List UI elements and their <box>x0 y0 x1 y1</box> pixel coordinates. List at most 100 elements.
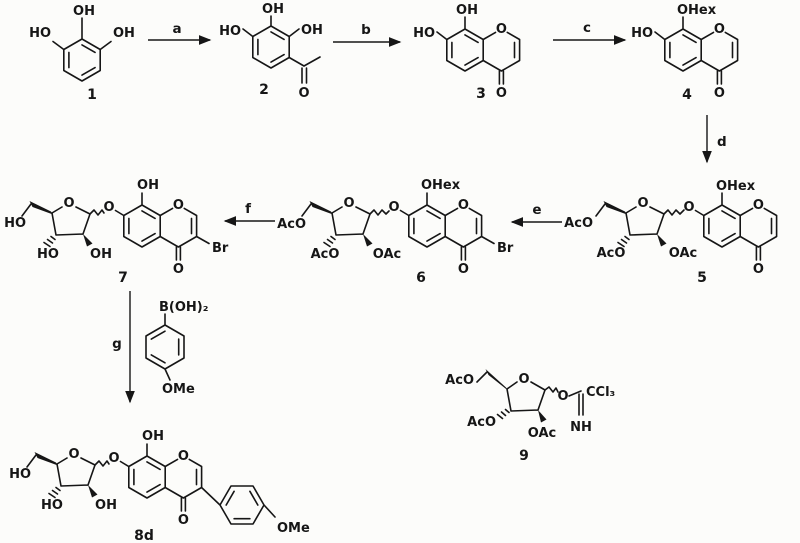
atom-label-sugar-ring-o: O <box>518 372 529 387</box>
atom-label-ohex-8: OHex <box>716 179 756 194</box>
atom-label-carbonyl-o: O <box>458 262 469 277</box>
arrow-e: e <box>510 202 562 227</box>
atom-label-oh-8: OH <box>137 178 159 193</box>
atom-label-aco-3: AcO <box>467 415 496 430</box>
atom-label-oh-top: OH <box>262 2 284 17</box>
atom-label-ring-o: O <box>753 198 764 213</box>
atom-label-aco-3: AcO <box>597 246 626 261</box>
bond-lines <box>436 16 521 72</box>
arrow-f: f <box>223 201 275 226</box>
compound-number: 8d <box>134 528 154 543</box>
double-bond-lines <box>133 461 259 520</box>
atom-label-ho-5: HO <box>4 216 26 231</box>
atom-label-ccl3: CCl₃ <box>586 385 615 400</box>
atom-label-oh-8: OH <box>142 429 164 444</box>
compound-number: 5 <box>697 270 707 286</box>
bond-lines <box>145 313 185 381</box>
arrow-label: g <box>112 336 122 352</box>
hash-bond-c3 <box>43 235 56 248</box>
wedge-bond-c2 <box>363 234 373 247</box>
wavy-anomeric-bond <box>663 209 685 216</box>
hash-bond-c3 <box>617 235 630 248</box>
wedge-bond-c2 <box>88 485 98 498</box>
compound-3: OH HO O O 3 <box>413 3 521 102</box>
atom-label-oac-2: OAc <box>373 247 401 262</box>
wavy-anomeric-bond <box>369 209 390 216</box>
atom-label-ho-3: HO <box>37 247 59 262</box>
atom-label-br: Br <box>497 241 514 256</box>
atom-label-oh-2: OH <box>90 247 112 262</box>
wedge-bond-c4 <box>29 201 53 215</box>
atom-label-oh-8: OH <box>456 3 478 18</box>
double-bond-lines <box>150 330 180 364</box>
hash-bond-c3 <box>496 408 510 420</box>
wedge-bond-c2 <box>83 234 93 247</box>
wavy-anomeric-bond <box>94 460 110 467</box>
double-bond-lines <box>578 393 584 416</box>
atom-label-aco-5: AcO <box>445 373 474 388</box>
bond-lines <box>476 371 582 412</box>
atom-label-ho-7: HO <box>631 26 653 41</box>
arrow-label: a <box>172 21 181 37</box>
compound-6: AcO O AcO OAc O OHex O O Br 6 <box>277 178 514 286</box>
wedge-bond-c4 <box>34 452 58 466</box>
atom-label-glycosidic-o: O <box>103 200 114 215</box>
atom-label-oac-2: OAc <box>528 426 556 441</box>
double-bond-lines <box>128 210 193 261</box>
atom-label-carbonyl-o: O <box>714 86 725 101</box>
atom-label-sugar-ring-o: O <box>637 196 648 211</box>
arrow-label: b <box>361 22 371 38</box>
hash-bond-c3 <box>323 235 336 248</box>
atom-label-ho-left: HO <box>29 26 51 41</box>
compound-8d: HO O HO OH O OH O O OMe 8d <box>9 429 310 543</box>
double-bond-lines <box>413 210 478 261</box>
compound-number: 7 <box>118 270 128 286</box>
atom-label-aco-5: AcO <box>277 217 306 232</box>
atom-label-ho-5: HO <box>9 467 31 482</box>
double-bond-lines <box>451 34 516 85</box>
atom-label-carbonyl-o: O <box>298 86 309 101</box>
atom-label-ho-left: HO <box>219 24 241 39</box>
wedge-bond-c2 <box>657 234 667 247</box>
atom-label-ohex-8: OHex <box>677 3 717 18</box>
bond-lines <box>654 16 739 72</box>
wavy-anomeric-bond <box>89 209 105 216</box>
arrow-b: b <box>333 22 402 47</box>
wedge-bond-c4 <box>309 201 333 215</box>
wedge-bond-c4 <box>485 369 508 391</box>
atom-label-oh-right: OH <box>113 26 135 41</box>
wavy-anomeric-bond <box>544 386 559 393</box>
atom-label-ome: OMe <box>277 521 310 536</box>
compound-1: OH HO OH 1 <box>29 4 135 103</box>
bond-lines <box>595 192 778 248</box>
arrow-label: f <box>245 201 251 217</box>
atom-label-ho-3: HO <box>41 498 63 513</box>
atom-label-ring-o: O <box>458 198 469 213</box>
compound-number: 4 <box>682 87 692 103</box>
compound-number: 1 <box>87 87 97 103</box>
compound-5: AcO O AcO OAc O OHex O O 5 <box>564 179 778 286</box>
atom-label-oac-2: OAc <box>669 246 697 261</box>
double-bond-lines <box>708 210 773 261</box>
atom-label-sugar-ring-o: O <box>63 196 74 211</box>
atom-label-sugar-ring-o: O <box>68 447 79 462</box>
compound-number: 3 <box>476 86 486 102</box>
atom-label-carbonyl-o: O <box>173 262 184 277</box>
wedge-bond-c4 <box>603 201 627 215</box>
bond-lines <box>301 192 495 248</box>
atom-label-oh-top: OH <box>73 4 95 19</box>
double-bond-lines <box>68 44 96 76</box>
atom-label-carbonyl-o: O <box>753 262 764 277</box>
compound-7: HO O HO OH O OH O O Br 7 <box>4 178 229 286</box>
compound-9: AcO O AcO OAc O CCl₃ NH 9 <box>445 369 615 464</box>
atom-label-sugar-ring-o: O <box>343 196 354 211</box>
wedge-bond-c2 <box>538 410 547 423</box>
arrow-a: a <box>148 21 212 45</box>
atom-label-glycosidic-o: O <box>388 200 399 215</box>
atom-label-carbonyl-o: O <box>178 513 189 528</box>
atom-label-br: Br <box>212 241 229 256</box>
compound-number: 2 <box>259 82 269 98</box>
arrow-label: c <box>583 20 591 36</box>
arrow-g: g <box>112 291 135 404</box>
